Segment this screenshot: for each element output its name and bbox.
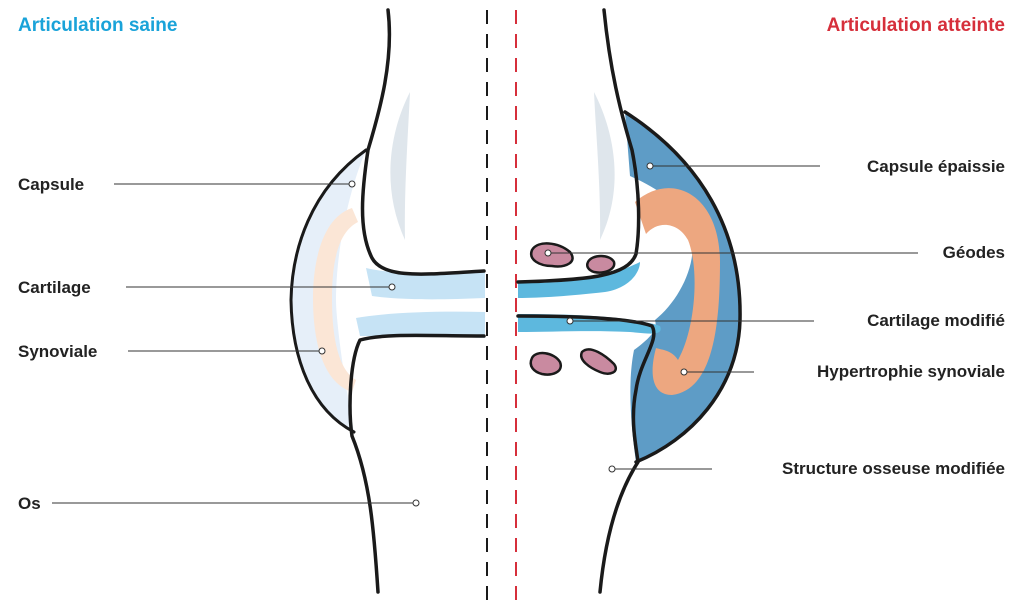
healthy-upper-bone-outline [360,8,486,276]
geode-1 [529,242,574,268]
label-hypertrophie-synoviale: Hypertrophie synoviale [817,362,1005,381]
diseased-lower-bone-outline [516,314,656,594]
pin-cartilage [388,283,396,291]
pin-hypertrophie-synoviale [680,368,688,376]
label-os: Os [18,494,41,513]
healthy-bone-highlight [390,92,410,240]
label-geodes: Géodes [943,243,1005,262]
healthy-cartilage-upper [366,268,485,300]
healthy-cartilage-lower [356,311,485,338]
healthy-title: Articulation saine [18,15,177,36]
healthy-lower-bone-outline [348,333,486,594]
geode-2 [586,254,616,274]
right-labels: Capsule épaissie Géodes Cartilage modifi… [544,157,1005,478]
healthy-capsule-outline [289,148,368,434]
label-capsule: Capsule [18,175,84,194]
modified-cartilage-upper [518,262,640,298]
pin-capsule [348,180,356,188]
diseased-joint [516,8,742,594]
diseased-bone-highlight [594,92,615,240]
pin-os [412,499,420,507]
diseased-capsule-outline [623,110,742,464]
healthy-joint [289,8,486,594]
geode-3 [529,351,563,376]
healthy-synovial [313,208,358,392]
pin-synoviale [318,347,326,355]
label-synoviale: Synoviale [18,342,97,361]
label-structure-osseuse: Structure osseuse modifiée [782,459,1005,478]
label-cartilage: Cartilage [18,278,91,297]
pin-structure-osseuse [608,465,616,473]
left-labels: Capsule Cartilage Synoviale Os [18,175,420,513]
label-cartilage-modifie: Cartilage modifié [867,311,1005,330]
synovial-hypertrophy [635,188,720,395]
pin-cartilage-modifie [566,317,574,325]
geode-4 [579,348,617,375]
diseased-upper-bone-outline [516,8,641,284]
label-capsule-epaissie: Capsule épaissie [867,157,1005,176]
diseased-title: Articulation atteinte [827,15,1005,36]
thick-capsule [625,112,741,462]
pin-geodes [544,249,552,257]
pin-capsule-epaissie [646,162,654,170]
